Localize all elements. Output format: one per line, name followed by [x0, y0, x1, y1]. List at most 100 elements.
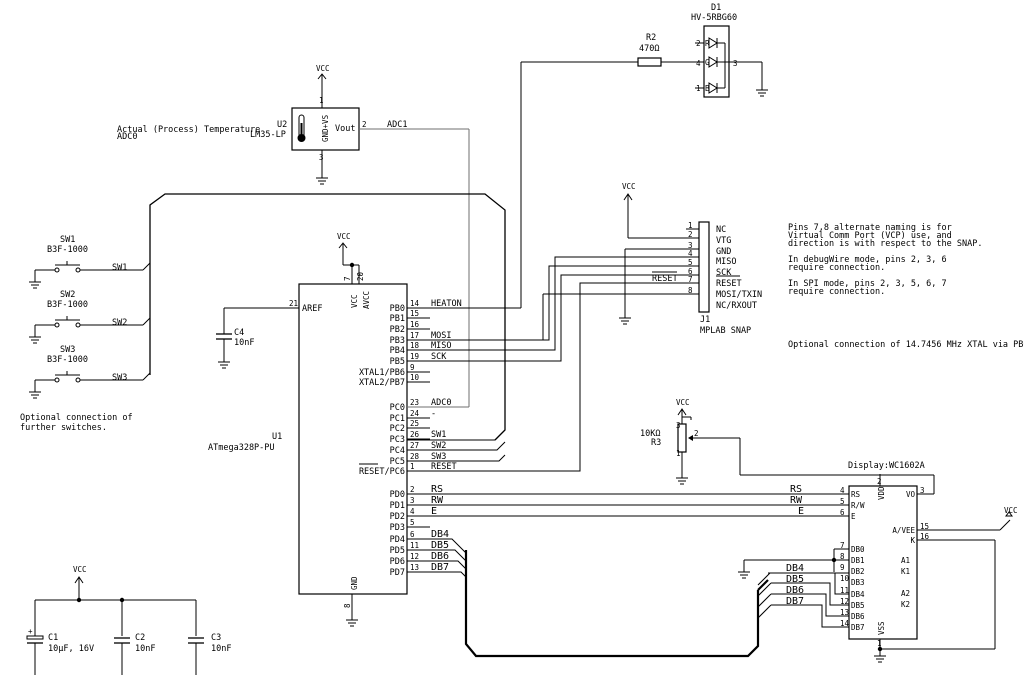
net-rw-right: RW	[790, 495, 803, 506]
switch-value: B3F-1000	[47, 300, 88, 310]
disp-pin-name: DB0	[851, 545, 865, 554]
j1-ref: J1	[700, 315, 710, 325]
c2-ref: C2	[135, 633, 145, 643]
disp-pin-num: 7	[840, 541, 845, 550]
disp-pin-name: DB4	[851, 590, 865, 599]
d1-pin-2: 2	[696, 39, 701, 48]
bus-label-db6: DB6	[786, 585, 804, 596]
disp-pin-name: K	[910, 536, 915, 545]
bus-label-db4: DB4	[786, 563, 804, 574]
disp-pin-num: 9	[840, 563, 845, 572]
disp-pin-name: DB1	[851, 556, 865, 565]
c4-ref: C4	[234, 328, 244, 338]
switch-value: B3F-1000	[47, 355, 88, 365]
d1-pin-4: 4	[696, 59, 701, 68]
vcc-symbol-j1: VCC	[622, 182, 686, 239]
u1-net-label: MISO	[431, 341, 451, 351]
j1-pin-num: 2	[688, 230, 693, 239]
disp-pin-num: 16	[920, 532, 930, 541]
disp-pin-num: 15	[920, 522, 929, 531]
power-capacitors: VCC + C1 10µF, 16V C2 10nF C3 10nF	[26, 565, 231, 675]
u1-pin-num: 3	[410, 496, 415, 505]
snap-note-line: In SPI mode, pins 2, 3, 5, 6, 7	[788, 279, 947, 289]
disp-pin-name: DB2	[851, 567, 865, 576]
ground-symbol-u1	[346, 619, 358, 627]
disp-pin-name: A/VEE	[892, 526, 915, 535]
j1-pin-num: 6	[688, 267, 693, 276]
snap-note-line: In debugWire mode, pins 2, 3, 6	[788, 255, 947, 265]
u1-pin-num: 18	[410, 341, 420, 350]
u1-pin-name: XTAL1/PB6	[359, 368, 405, 378]
vcc-symbol-caps: VCC	[73, 565, 87, 600]
net-e-right: E	[798, 506, 804, 517]
u2-note-1: Actual (Process) Temperature	[117, 125, 260, 135]
j1-reset-net: RESET	[652, 274, 678, 284]
r2-value: 470Ω	[639, 44, 659, 54]
u1-pin-name: RESET/PC6	[359, 467, 405, 477]
u1-pin-name: PB1	[390, 314, 405, 324]
snap-note-line: direction is with respect to the SNAP.	[788, 239, 982, 249]
disp-a1: A1	[901, 556, 910, 565]
disp-pin-name: DB5	[851, 601, 865, 610]
j1-pin-name: SCK	[716, 268, 732, 278]
bus-label-db5: DB5	[786, 574, 804, 585]
r2-d1-led: R2 470Ω D1 HV-5RBG60 2 4 1 3 R G B	[407, 3, 768, 309]
u2-pin-1: 1	[319, 96, 324, 105]
disp-pin-name: DB3	[851, 578, 865, 587]
u1-pin-name: PD6	[390, 557, 405, 567]
disp-pin-num: 5	[840, 497, 845, 506]
u1-pin-num: 11	[410, 541, 419, 550]
u1-net-label: SW1	[431, 430, 446, 440]
u1-pin-name: PD3	[390, 523, 405, 533]
j1-pin-name: RESET	[716, 279, 742, 289]
u1-pin-num: 12	[410, 552, 419, 561]
vcc-label-disp: VCC	[1004, 506, 1018, 515]
disp-pin-num: 8	[840, 552, 845, 561]
j1-pin-num: 7	[688, 275, 693, 284]
j1-pin-name: MOSI/TXIN	[716, 290, 762, 300]
d1-r: R	[705, 39, 710, 48]
u2-net-adc1: ADC1	[387, 120, 407, 130]
vcc-label-r3: VCC	[676, 398, 690, 407]
u2-vout: Vout	[335, 124, 355, 134]
disp-pin-num: 10	[840, 574, 850, 583]
u1-pin-num: 6	[410, 530, 415, 539]
vcc-symbol-u1: VCC	[337, 232, 351, 252]
net-rs-right: RS	[790, 484, 802, 495]
u2-pin-2: 2	[362, 120, 367, 129]
d1-b: B	[705, 84, 710, 93]
j1-pin-name: VTG	[716, 236, 731, 246]
switch-note-1: Optional connection of	[20, 413, 133, 423]
disp-pin-num: 6	[840, 508, 845, 517]
u1-pin-name: PB3	[390, 336, 405, 346]
disp-pin-name: VO	[906, 490, 916, 499]
u1-pin-num: 13	[410, 563, 419, 572]
r2-ref: R2	[646, 33, 656, 43]
vcc-label-u1: VCC	[337, 232, 351, 241]
u1-pin-num: 19	[410, 352, 419, 361]
u1-net-label: RW	[431, 495, 444, 506]
vcc-label-j1: VCC	[622, 182, 636, 191]
disp-pin-num: 11	[840, 586, 849, 595]
u1-pin-name: PD7	[390, 568, 405, 578]
u1-pin-vcc: VCC	[350, 294, 359, 308]
d1-value: HV-5RBG60	[691, 13, 737, 23]
u1-net-label: SW3	[431, 452, 446, 462]
u1-pin-7-num: 7	[343, 276, 352, 281]
d1-pin-3: 3	[733, 59, 738, 68]
vcc-symbol-u2: VCC	[316, 64, 330, 83]
u1-pin-num: 16	[410, 320, 420, 329]
disp-pin-name: DB7	[851, 623, 865, 632]
u1-net-label: SCK	[431, 352, 447, 362]
switch-net-label: SW3	[112, 373, 127, 383]
disp-vdd-num: 2	[877, 477, 882, 486]
switch-bus	[142, 193, 506, 462]
r3-potentiometer: VCC 10KΩ R3 3 2 1	[640, 398, 935, 495]
disp-vdd: VDD	[877, 486, 886, 500]
xtal-note: Optional connection of 14.7456 MHz XTAL …	[788, 340, 1024, 350]
